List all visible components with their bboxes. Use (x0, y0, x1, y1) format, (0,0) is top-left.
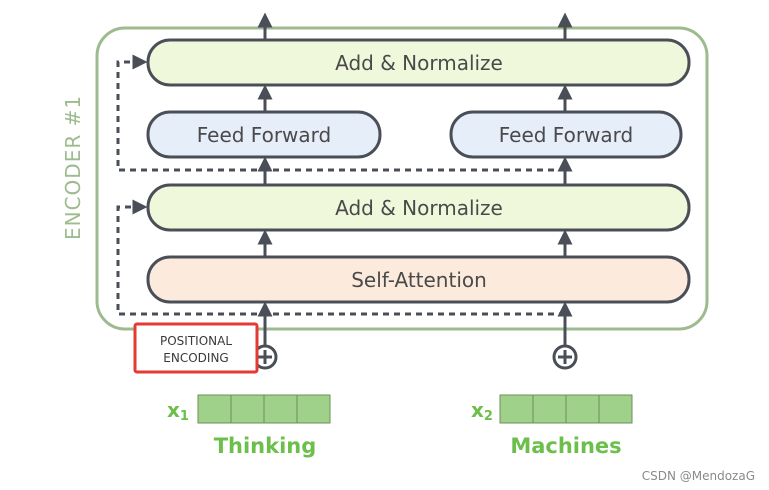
addnorm-to-ff-arrows (257, 156, 573, 185)
plus-icon-2 (552, 344, 578, 370)
watermark: CSDN @MendozaG (642, 469, 755, 483)
positional-encoding-line1: POSITIONAL (160, 334, 232, 348)
selfattn-to-addnorm-arrows (257, 229, 573, 257)
feed-forward-2-label: Feed Forward (499, 123, 634, 147)
input-vector-2 (499, 394, 633, 424)
feed-forward-1-label: Feed Forward (197, 123, 332, 147)
add-normalize-top-label: Add & Normalize (335, 51, 503, 75)
add-normalize-bottom-label: Add & Normalize (335, 196, 503, 220)
encoder-frame (95, 26, 709, 331)
input-arrows (257, 301, 573, 345)
positional-encoding-highlight (133, 322, 259, 374)
residual-connections (116, 54, 565, 316)
encoder-label: ENCODER #1 (61, 95, 85, 240)
self-attention-label: Self-Attention (351, 268, 487, 292)
input-vector-1 (197, 394, 331, 424)
add-normalize-bottom-box (146, 183, 691, 232)
positional-encoding-line2: ENCODING (163, 351, 228, 365)
input-symbol-2: x2 (471, 398, 493, 424)
add-normalize-top-box (146, 38, 691, 87)
ff-to-addnorm-arrows (257, 84, 573, 112)
self-attention-box (146, 255, 691, 304)
input-word-2: Machines (510, 434, 621, 458)
input-symbol-1: x1 (167, 398, 189, 424)
input-word-1: Thinking (214, 434, 317, 458)
output-arrows (257, 12, 573, 40)
